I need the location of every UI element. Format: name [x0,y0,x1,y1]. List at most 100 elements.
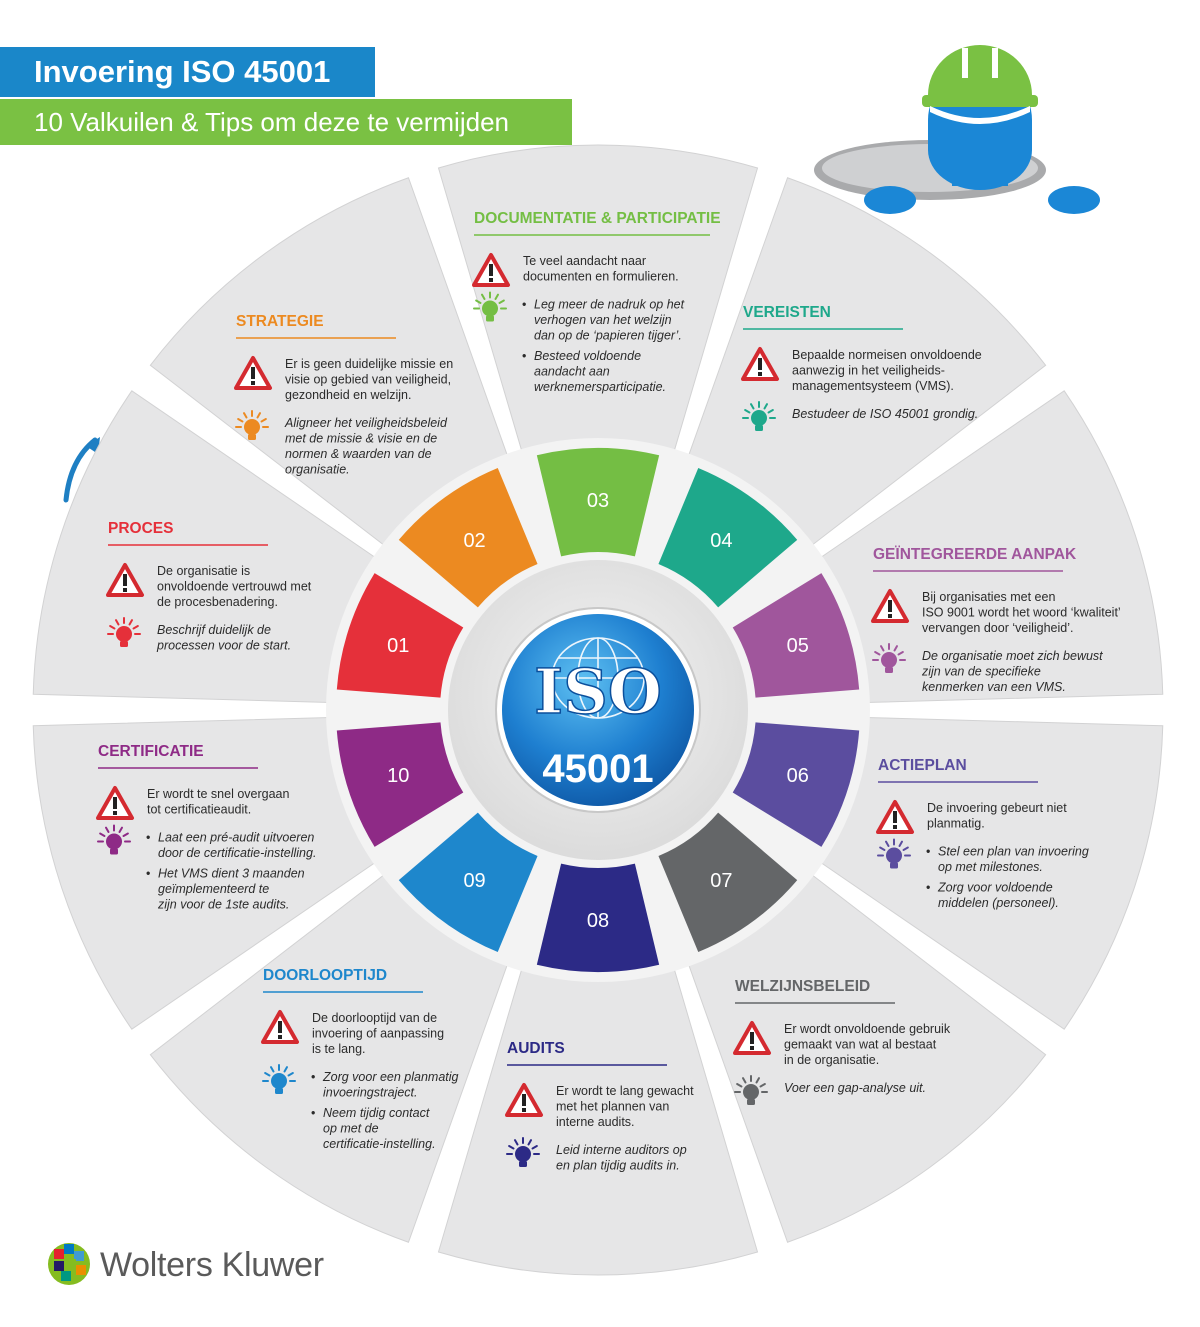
wolters-kluwer-logo-icon [48,1243,90,1285]
warning-icon [505,1083,543,1117]
warning-icon [261,1010,299,1044]
number-tab-09 [398,812,538,953]
lightbulb-icon [97,824,131,855]
segment-number-08: 08 [587,910,609,932]
segment-number-02: 02 [463,530,485,552]
segment-number-05: 05 [787,635,809,657]
lightbulb-icon [506,1137,540,1167]
number-tab-08 [536,863,660,972]
number-tab-01 [336,573,464,698]
segment-number-07: 07 [710,870,732,892]
segment-content-07: WELZIJNSBELEID Er wordt onvoldoende gebru… [733,978,951,1105]
title-banner: Invoering ISO 45001 [0,47,375,97]
segment-title: CERTIFICATIE [98,743,204,760]
segment-title: GEÏNTEGREERDE AANPAK [873,546,1077,563]
iso-logo-text: ISO [534,655,662,728]
warning-icon [741,347,779,381]
number-tab-05 [732,573,860,698]
number-tab-04 [658,467,798,608]
lightbulb-icon [742,401,776,431]
segment-number-03: 03 [587,490,609,512]
page-subtitle: 10 Valkuilen & Tips om deze te vermijden [34,107,509,137]
svg-text:•: • [926,881,930,895]
number-tab-02 [398,467,538,608]
globe-icon [551,637,645,719]
lightbulb-icon [262,1064,296,1094]
svg-text:•: • [146,867,150,881]
subtitle-banner: 10 Valkuilen & Tips om deze te vermijden [0,99,572,145]
warning-icon [234,356,272,390]
segment-title: PROCES [108,520,173,537]
segment-content-02: STRATEGIE Er is geen duidelijke missie en… [234,313,453,477]
tip-text: Voer een gap-analyse uit. [784,1081,926,1095]
warning-icon [871,589,909,623]
segment-number-10: 10 [387,765,409,787]
segment-number-09: 09 [463,870,485,892]
segment-title: DOCUMENTATIE & PARTICIPATIE [474,210,721,227]
lightbulb-icon [107,617,141,647]
segment-title: WELZIJNSBELEID [735,978,870,995]
segment-number-04: 04 [710,530,732,552]
segment-number-01: 01 [387,635,409,657]
tip-text: Bestudeer de ISO 45001 grondig. [792,407,978,421]
segment-title: STRATEGIE [236,313,324,330]
iso-standard-number: 45001 [542,747,653,791]
warning-icon [733,1021,771,1055]
worker-illustration [814,45,1100,214]
svg-text:•: • [311,1070,315,1084]
warning-icon [876,800,914,834]
warning-icon [106,563,144,597]
segment-title: AUDITS [507,1040,565,1057]
segment-title: VEREISTEN [743,304,831,321]
svg-text:•: • [522,349,526,363]
brand-name: Wolters Kluwer [100,1246,324,1284]
number-tab-06 [732,722,860,847]
lightbulb-icon [872,643,906,673]
segment-title: DOORLOOPTIJD [263,967,387,984]
segment-number-06: 06 [787,765,809,787]
lightbulb-icon [473,291,507,322]
segment-content-05: GEÏNTEGREERDE AANPAK Bij organisaties met… [871,546,1121,694]
number-tab-07 [658,812,798,953]
svg-text:•: • [311,1106,315,1120]
segment-title: ACTIEPLAN [878,757,967,774]
warning-icon [96,786,134,820]
svg-text:•: • [146,831,150,845]
iso-center-badge: ISO 45001 [448,560,748,860]
svg-text:•: • [522,298,526,312]
page-title: Invoering ISO 45001 [34,54,331,89]
lightbulb-icon [734,1075,768,1105]
lightbulb-icon [877,838,911,869]
number-tab-10 [336,722,464,847]
svg-text:•: • [926,845,930,859]
lightbulb-icon [235,410,269,440]
